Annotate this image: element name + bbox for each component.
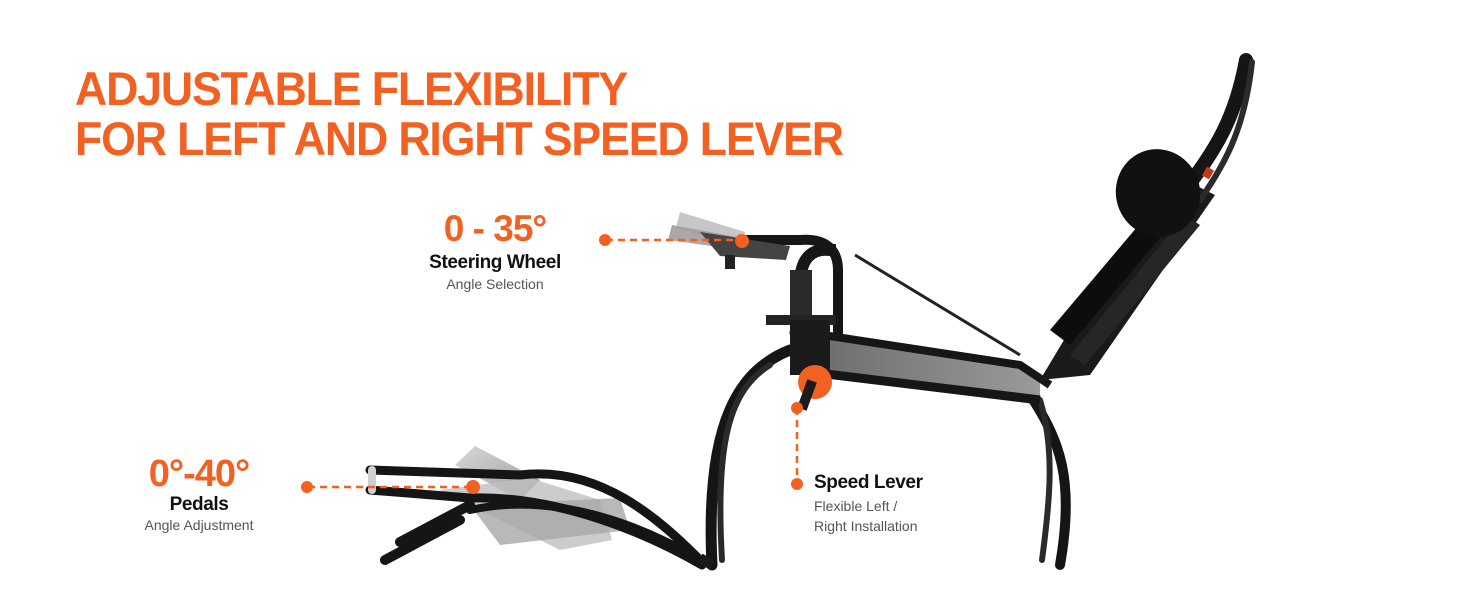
leader-dots bbox=[301, 234, 803, 494]
pedal-deck bbox=[365, 446, 715, 570]
pedals-title: Pedals bbox=[169, 494, 229, 515]
rear-legs bbox=[1025, 390, 1071, 570]
speed-lever-subtitle-2: Right Installation bbox=[814, 517, 918, 534]
headline: ADJUSTABLE FLEXIBILITY FOR LEFT AND RIGH… bbox=[75, 62, 844, 165]
pedals-callout: 0°-40° Pedals Angle Adjustment bbox=[126, 455, 272, 533]
seat-base bbox=[789, 326, 1053, 405]
pedals-dot-start bbox=[301, 481, 313, 493]
seat-back bbox=[1040, 53, 1255, 380]
pedals-angle-value: 0°-40° bbox=[148, 453, 250, 495]
pedals-dot-end bbox=[466, 480, 480, 494]
headline-line-2: FOR LEFT AND RIGHT SPEED LEVER bbox=[75, 112, 844, 165]
speed-lever-callout: Speed Lever Flexible Left / Right Instal… bbox=[814, 472, 994, 534]
speed-lever-dot-start bbox=[791, 402, 803, 414]
steering-dot-end bbox=[735, 234, 749, 248]
pedals-subtitle: Angle Adjustment bbox=[144, 516, 254, 533]
speed-lever-dot-end bbox=[791, 478, 803, 490]
speed-lever-subtitle-1: Flexible Left / bbox=[814, 497, 898, 514]
steering-wheel-callout: 0 - 35° Steering Wheel Angle Selection bbox=[414, 210, 576, 292]
steering-wheel-title: Steering Wheel bbox=[429, 252, 561, 273]
steering-wheel-subtitle: Angle Selection bbox=[446, 275, 544, 292]
speed-lever-title: Speed Lever bbox=[814, 472, 923, 493]
steering-column bbox=[668, 212, 1021, 375]
front-legs bbox=[705, 344, 796, 571]
speed-lever-hub bbox=[797, 365, 832, 411]
leader-lines bbox=[308, 238, 799, 489]
headline-line-1: ADJUSTABLE FLEXIBILITY bbox=[75, 62, 628, 115]
steering-dot-start bbox=[599, 234, 611, 246]
steering-angle-value: 0 - 35° bbox=[443, 208, 547, 249]
